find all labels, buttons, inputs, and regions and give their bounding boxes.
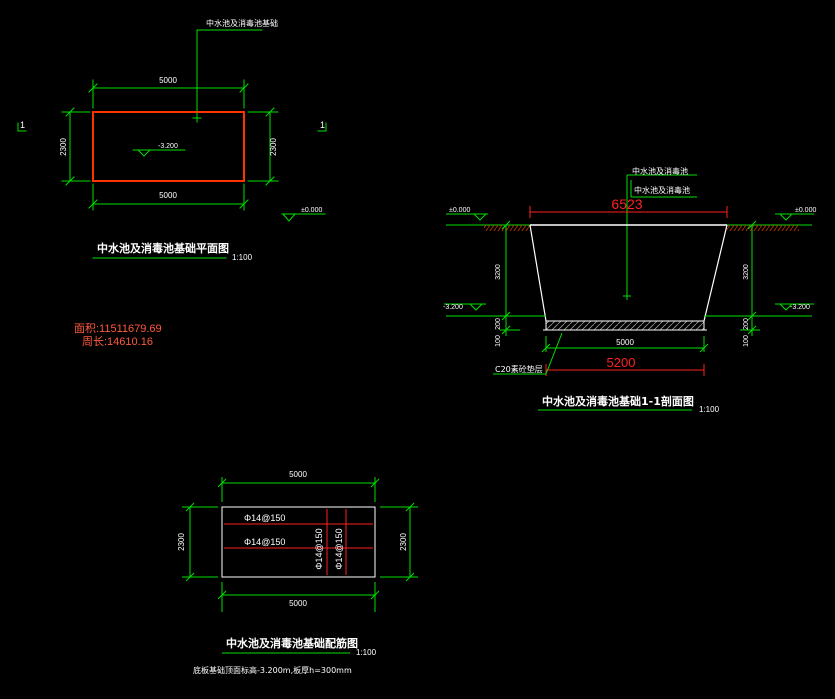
- rebar-dim-bottom: 5000: [289, 599, 307, 608]
- plan-ground-level: ±0.000: [301, 207, 322, 214]
- plan-dim-right: 2300: [269, 138, 278, 156]
- rebar-title: 中水池及消毒池基础配筋图: [226, 636, 358, 650]
- rebar-bar-v2: Φ14@150: [334, 528, 344, 569]
- section-level-left-bottom: -3.200: [443, 304, 463, 311]
- section-bottom-level-right-marker: [775, 303, 814, 311]
- plan-leader-label: 中水池及消毒池基础: [206, 18, 278, 28]
- plan-dim-top: 5000: [159, 76, 177, 85]
- section-ground-level-left-marker: [446, 213, 488, 221]
- plan-pit-outline: [92, 111, 245, 182]
- section-mark-right-label: 1: [320, 120, 325, 130]
- section-level-left-top: ±0.000: [449, 207, 470, 214]
- plan-center-marker: [192, 113, 202, 123]
- section-view: 中水池及消毒池 中水池及消毒池 6523 ±0.000 ±0.000: [443, 166, 816, 414]
- section-depth-left: 3200: [495, 264, 502, 280]
- rebar-bar-h1: Φ14@150: [244, 513, 285, 523]
- plan-dim-bottom: 5000: [159, 191, 177, 200]
- rebar-slab-outline: [221, 506, 376, 578]
- plan-scale: 1:100: [232, 253, 253, 262]
- plan-perimeter: 周长:14610.16: [82, 335, 153, 348]
- section-depth-right: 3200: [743, 264, 750, 280]
- section-title: 中水池及消毒池基础1-1剖面图: [542, 394, 694, 408]
- rebar-bar-v1: Φ14@150: [314, 528, 324, 569]
- plan-area: 面积:11511679.69: [74, 322, 162, 335]
- rebar-dim-right: 2300: [399, 533, 408, 551]
- rebar-dim-left: 2300: [177, 533, 186, 551]
- section-mark-left: [17, 122, 27, 132]
- section-slab-right: 200: [743, 318, 750, 330]
- plan-level-marker: [132, 149, 186, 157]
- rebar-view: 5000 Φ14@150 Φ14@150 Φ14@150 Φ14@150 230…: [177, 470, 418, 675]
- section-base-slab: [545, 320, 705, 331]
- section-dim-top-red: 6523: [611, 196, 642, 212]
- rebar-bar-h2: Φ14@150: [244, 537, 285, 547]
- section-cushion-label: C20素砼垫层: [495, 364, 543, 374]
- section-dim-bottom-red: 5200: [607, 355, 636, 370]
- plan-dim-left: 2300: [59, 138, 68, 156]
- rebar-scale: 1:100: [356, 648, 377, 657]
- section-dim-base: 5000: [616, 338, 634, 347]
- section-cushion-right: 100: [743, 335, 750, 347]
- section-slab-left: 200: [495, 318, 502, 330]
- plan-ground-level-marker: [281, 213, 326, 222]
- plan-level: -3.200: [158, 143, 178, 150]
- section-center-marker: [623, 292, 631, 300]
- section-level-right-top: ±0.000: [795, 207, 816, 214]
- section-bottom-level-left-marker: [444, 303, 486, 311]
- section-leader-label-2: 中水池及消毒池: [634, 185, 690, 195]
- section-mark-right: [317, 122, 327, 132]
- section-scale: 1:100: [699, 405, 720, 414]
- section-ground-level-right-marker: [775, 213, 814, 221]
- plan-title: 中水池及消毒池基础平面图: [97, 241, 229, 255]
- section-mark-left-label: 1: [20, 120, 25, 130]
- rebar-dim-top: 5000: [289, 470, 307, 479]
- section-level-right-bottom: -3.200: [790, 304, 810, 311]
- rebar-note: 底板基础顶面标高-3.200m,板厚h=300mm: [193, 665, 352, 675]
- plan-view: 中水池及消毒池基础 5000 -3.200 5000: [17, 18, 327, 348]
- section-leader-label-1: 中水池及消毒池: [632, 166, 688, 176]
- section-cushion-left: 100: [495, 335, 502, 347]
